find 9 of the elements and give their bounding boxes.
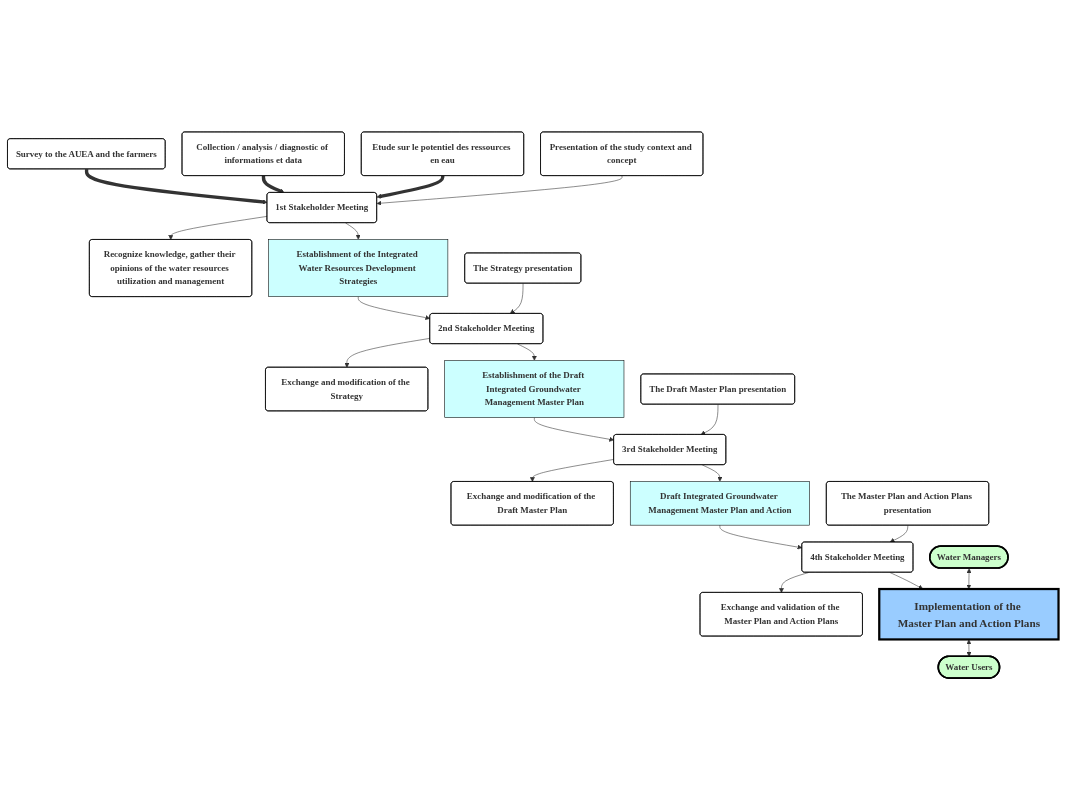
arrow xyxy=(966,567,972,589)
arrow xyxy=(84,168,268,204)
arrow xyxy=(261,175,285,193)
node-box: Draft Integrated Groundwater Management Master Plan and Action xyxy=(629,480,810,525)
node-box: Establishment of the Integrated Water Resources Development Strategies xyxy=(268,238,449,297)
arrow xyxy=(376,175,445,199)
arrow xyxy=(966,638,972,657)
node-box: Establishment of the Draft Integrated Groundwater Management Master Plan xyxy=(444,359,625,418)
node-box: Implementation of the Master Plan and Action Plans xyxy=(878,587,1060,641)
